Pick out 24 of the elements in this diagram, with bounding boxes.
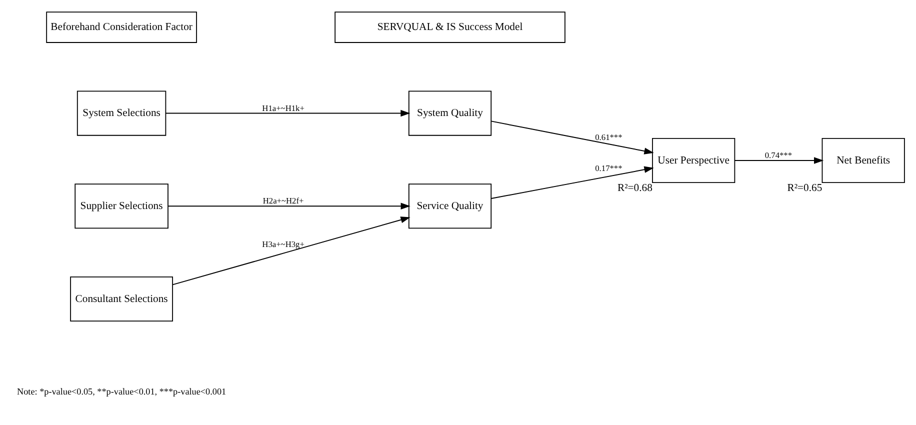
node-box: System Quality bbox=[408, 90, 492, 136]
node-box: SERVQUAL & IS Success Model bbox=[334, 11, 566, 42]
edge-label: H1a+~H1k+ bbox=[262, 103, 304, 112]
arrow bbox=[165, 109, 410, 116]
node-box: User Perspective bbox=[652, 137, 736, 182]
node-box: Consultant Selections bbox=[70, 276, 173, 322]
node-box: Supplier Selections bbox=[74, 183, 168, 228]
arrow bbox=[734, 156, 824, 164]
node-box: System Selections bbox=[76, 90, 166, 136]
arrow bbox=[490, 120, 654, 154]
arrow bbox=[172, 216, 410, 285]
edge-label: 0.74*** bbox=[764, 150, 792, 160]
edge-label: H2a+~H2f+ bbox=[262, 196, 304, 206]
edge-label: 0.17*** bbox=[595, 163, 622, 172]
node-label: R²=0.68 bbox=[618, 182, 652, 194]
edge-label: 0.61*** bbox=[595, 132, 622, 142]
node-box: Service Quality bbox=[408, 183, 492, 228]
node-box: Net Benefits bbox=[822, 137, 905, 182]
arrow bbox=[490, 166, 654, 198]
label: Note: *p-value<0.05, **p-value<0.01, ***p-value<0.001 bbox=[17, 386, 226, 396]
arrow bbox=[168, 202, 410, 210]
node-label: R²=0.65 bbox=[787, 182, 822, 194]
node-box: Beforehand Consideration Factor bbox=[46, 11, 197, 42]
edge-label: H3a+~H3g+ bbox=[262, 240, 304, 249]
